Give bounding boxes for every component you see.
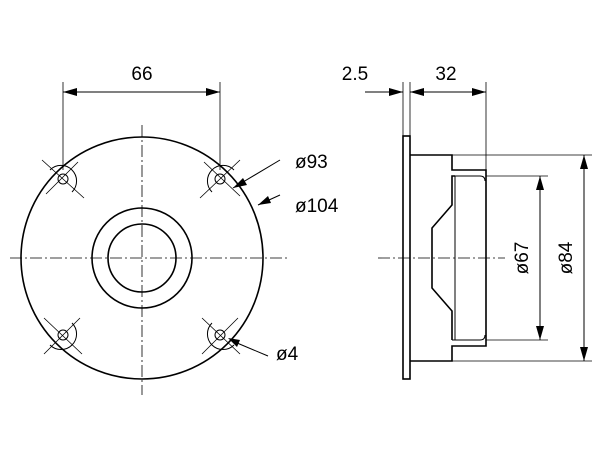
dim-inner-diameter: ø93 — [295, 152, 328, 173]
arrow-head — [258, 196, 271, 205]
center-ring-outer — [91, 207, 193, 309]
arrow-head — [389, 88, 403, 96]
arrow-head — [63, 88, 77, 96]
dim-outer-diameter: ø104 — [295, 196, 339, 217]
arrow-head — [472, 88, 486, 96]
front-view: 66 ø93 ø104 ø4 — [10, 64, 339, 395]
outer-flange-circle — [20, 136, 264, 380]
dim-flange-thickness: 2.5 — [342, 64, 368, 85]
arrow-head — [580, 155, 588, 169]
side-view: 2.5 32 ø67 ø84 — [342, 64, 592, 380]
mounting-lug-bottom-right — [201, 317, 241, 355]
arrow-head — [233, 178, 247, 188]
dim-hole-diameter: ø4 — [276, 344, 299, 365]
mounting-lug-top-left — [41, 159, 85, 199]
mounting-lug-bottom-left — [43, 317, 83, 355]
arrow-head — [536, 326, 544, 340]
center-ring-inner — [107, 223, 177, 293]
dim-body-diameter: ø84 — [556, 241, 577, 274]
mounting-hole — [214, 329, 226, 341]
dim-dome-diameter: ø67 — [512, 242, 533, 275]
arrow-head — [410, 88, 424, 96]
flange-plate — [402, 135, 411, 380]
dome-contour — [431, 175, 455, 340]
arrow-head — [206, 88, 220, 96]
mounting-hole — [57, 329, 69, 341]
arrow-head — [536, 176, 544, 190]
dim-bolt-spacing: 66 — [131, 64, 152, 85]
arrow-head — [580, 347, 588, 361]
mounting-hole — [57, 173, 69, 185]
arrow-head — [228, 338, 240, 347]
mounting-lug-top-right — [199, 159, 241, 199]
mounting-hole — [214, 173, 226, 185]
dim-depth: 32 — [435, 64, 456, 85]
body-outline — [410, 154, 487, 362]
